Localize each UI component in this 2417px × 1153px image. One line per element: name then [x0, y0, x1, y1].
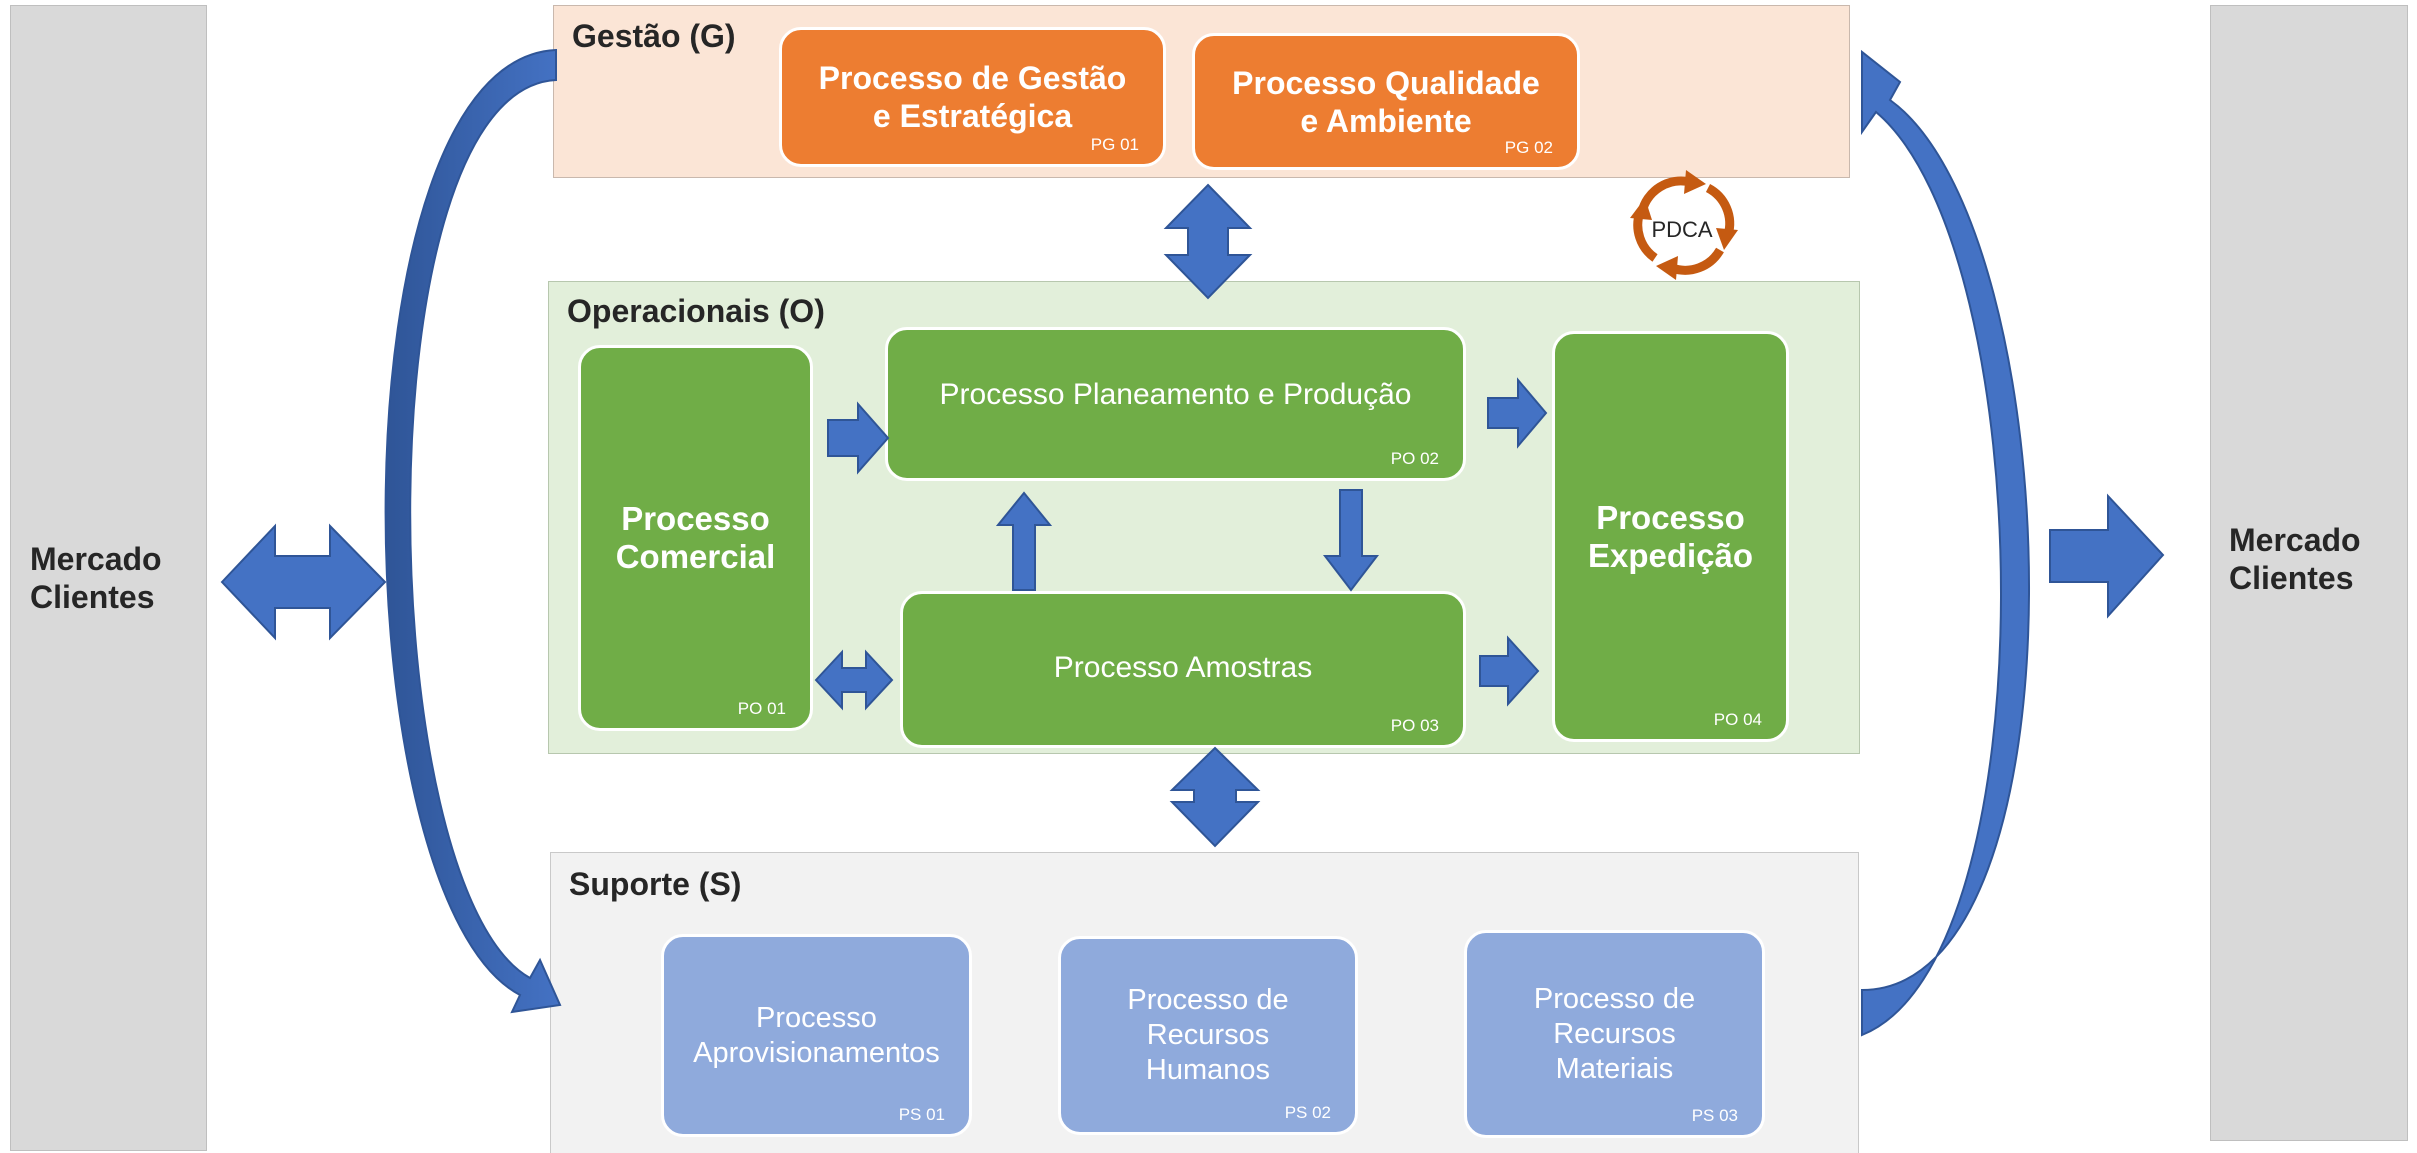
process-pg02[interactable]: Processo Qualidade e Ambiente PG 02 [1192, 33, 1580, 170]
process-po02[interactable]: Processo Planeamento e Produção PO 02 [885, 327, 1466, 481]
process-ps03-label: Processo de Recursos Materiais [1533, 982, 1696, 1085]
arrow-po02-po04 [1487, 377, 1548, 449]
right-market-bar [2210, 5, 2408, 1141]
pdca-cycle-icon [1630, 170, 1738, 280]
process-po01[interactable]: Processo Comercial PO 01 [578, 345, 813, 731]
process-po04-label: Processo Expedição [1587, 498, 1754, 574]
suporte-title: Suporte (S) [569, 866, 742, 902]
left-market-bar [10, 5, 207, 1151]
process-ps03[interactable]: Processo de Recursos Materiais PS 03 [1464, 930, 1765, 1138]
pdca-label: PDCA [1651, 217, 1712, 242]
process-po02-code: PO 02 [1390, 449, 1439, 468]
process-ps02[interactable]: Processo de Recursos Humanos PS 02 [1058, 936, 1358, 1135]
process-ps01[interactable]: Processo Aprovisionamentos PS 01 [661, 934, 972, 1137]
process-po03[interactable]: Processo Amostras PO 03 [900, 591, 1466, 748]
process-ps02-label: Processo de Recursos Humanos [1127, 984, 1289, 1086]
left-market-double-arrow [220, 523, 387, 641]
process-ps01-code: PS 01 [898, 1105, 945, 1124]
arrow-po03-po04 [1479, 635, 1540, 707]
arrow-po03-po02 [995, 491, 1053, 591]
operacionais-suporte-arrow [1169, 746, 1261, 848]
process-po04[interactable]: Processo Expedição PO 04 [1552, 331, 1789, 742]
process-ps01-label: Processo Aprovisionamentos [693, 1001, 940, 1069]
process-pg02-code: PG 02 [1504, 138, 1553, 157]
right-market-arrow [2049, 493, 2165, 619]
process-po03-label: Processo Amostras [1053, 650, 1313, 684]
process-ps02-code: PS 02 [1284, 1103, 1331, 1122]
process-po04-code: PO 04 [1713, 710, 1762, 729]
process-po01-label: Processo Comercial [615, 500, 776, 575]
right-curved-arrow [1861, 49, 2030, 1037]
arrow-po01-po03 [814, 649, 894, 711]
gestao-title: Gestão (G) [572, 18, 736, 54]
process-po03-code: PO 03 [1390, 716, 1439, 735]
process-pg01[interactable]: Processo de Gestão e Estratégica PG 01 [779, 27, 1166, 167]
process-ps03-code: PS 03 [1691, 1106, 1738, 1125]
process-pg02-label: Processo Qualidade e Ambiente [1232, 64, 1540, 139]
process-po01-code: PO 01 [737, 699, 786, 718]
process-po02-label: Processo Planeamento e Produção [939, 378, 1412, 411]
process-pg01-code: PG 01 [1090, 135, 1139, 154]
left-market-label: Mercado Clientes [30, 541, 162, 615]
process-pg01-label: Processo de Gestão e Estratégica [818, 60, 1127, 134]
right-market-label: Mercado Clientes [2229, 522, 2361, 596]
left-curved-arrow [384, 48, 562, 1014]
arrow-po02-po03 [1322, 489, 1380, 592]
gestao-operacionais-arrow [1163, 183, 1253, 300]
operacionais-title: Operacionais (O) [567, 293, 825, 329]
arrow-po01-po02 [827, 401, 890, 475]
